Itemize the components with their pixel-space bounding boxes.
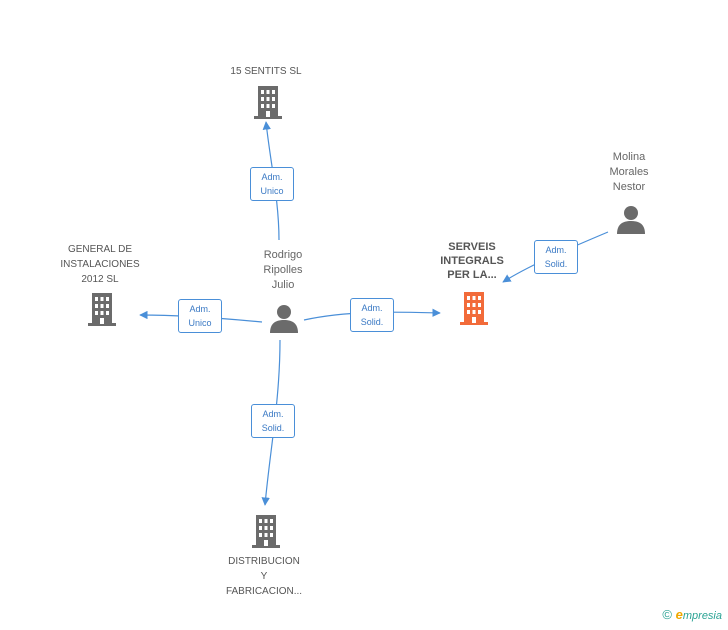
edge-label-adm-solid-distribucion: Adm. Solid.	[251, 404, 295, 438]
person-icon[interactable]	[268, 303, 300, 333]
building-icon[interactable]	[458, 290, 490, 326]
edge-label-adm-unico-general: Adm. Unico	[178, 299, 222, 333]
edge-label-adm-solid-serveis: Adm. Solid.	[350, 298, 394, 332]
node-label-15-sentits: 15 SENTITS SL	[230, 66, 302, 77]
node-label-distribucion-fabricacion: DISTRIBUCION Y FABRICACION...	[225, 556, 303, 597]
node-label-serveis-integrals: SERVEIS INTEGRALS PER LA...	[440, 241, 504, 281]
node-label-molina-morales-nestor: Molina Morales Nestor	[609, 151, 649, 193]
building-icon[interactable]	[250, 513, 282, 549]
empresia-logo: © empresia	[662, 607, 722, 622]
building-icon[interactable]	[252, 84, 284, 120]
copyright-icon: ©	[662, 607, 673, 622]
node-label-general-instalaciones: GENERAL DE INSTALACIONES 2012 SL	[60, 244, 140, 285]
edge-label-adm-solid-molina: Adm. Solid.	[534, 240, 578, 274]
person-icon[interactable]	[615, 204, 647, 234]
node-label-rodrigo-ripolles-julio: Rodrigo Ripolles Julio	[263, 249, 303, 291]
brand-initial: e	[675, 607, 683, 622]
brand-name: mpresia	[682, 610, 722, 622]
edge-label-adm-unico-sentits: Adm. Unico	[250, 167, 294, 201]
building-icon[interactable]	[86, 291, 118, 327]
